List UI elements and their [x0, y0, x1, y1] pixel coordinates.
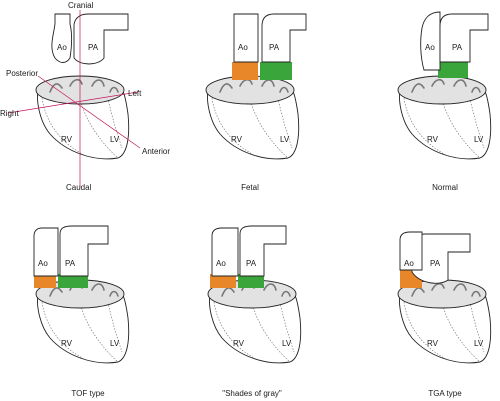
valve-ring: [397, 75, 487, 105]
ao-label: Ao: [425, 43, 435, 52]
pulmonary-artery-vessel: [73, 13, 129, 65]
right-left-axis: [7, 91, 139, 114]
pa-label: PA: [65, 259, 76, 268]
lv-label: LV: [474, 135, 484, 144]
lv-label: LV: [474, 339, 484, 348]
lv-label: LV: [110, 339, 120, 348]
pa-label: PA: [88, 43, 99, 52]
subpulmonary-conus: [260, 62, 292, 80]
aorta-vessel: [399, 231, 423, 271]
anterior-label: Anterior: [142, 147, 170, 156]
subaortic-conus: [34, 274, 56, 288]
lv-label: LV: [282, 339, 292, 348]
pa-label: PA: [452, 43, 463, 52]
panel-tof: Ao PA RV LV TOF type: [33, 225, 130, 398]
subaortic-conus: [232, 62, 258, 80]
panel-shades-of-gray: Ao PA RV LV "Shades of gray": [207, 225, 302, 398]
pa-label: PA: [430, 259, 441, 268]
subpulmonary-conus: [58, 274, 88, 288]
panel-tga: Ao PA RV LV TGA type: [397, 231, 492, 398]
caudal-label: Caudal: [66, 183, 92, 192]
aorta-vessel: [211, 227, 239, 277]
pa-label: PA: [269, 43, 280, 52]
panel-axes: Ao PA RV LV Cranial Caudal Posterior Ant…: [0, 1, 170, 192]
ao-label: Ao: [404, 259, 414, 268]
rv-label: RV: [233, 339, 245, 348]
pa-label: PA: [246, 259, 257, 268]
pulmonary-artery-vessel: [439, 13, 489, 63]
valve-ring: [205, 75, 295, 105]
subpulmonary-conus: [438, 60, 468, 78]
left-label: Left: [128, 89, 142, 98]
ao-label: Ao: [216, 259, 226, 268]
panel-fetal: Ao PA RV LV Fetal: [205, 13, 307, 192]
aorta-vessel: [420, 11, 441, 71]
rv-label: RV: [61, 339, 73, 348]
panel-caption: Normal: [432, 183, 458, 192]
aorta-vessel: [33, 227, 59, 277]
ao-label: Ao: [57, 43, 67, 52]
panel-caption: "Shades of gray": [222, 389, 282, 398]
panel-caption: Fetal: [241, 183, 259, 192]
rv-label: RV: [427, 135, 439, 144]
lv-label: LV: [280, 135, 290, 144]
posterior-anterior-axis: [37, 75, 141, 149]
posterior-label: Posterior: [6, 69, 38, 78]
ao-label: Ao: [38, 259, 48, 268]
right-label: Right: [0, 109, 19, 118]
ao-label: Ao: [238, 43, 248, 52]
rv-label: RV: [61, 135, 73, 144]
pulmonary-artery-vessel: [239, 225, 287, 277]
cranial-label: Cranial: [68, 1, 94, 10]
subpulmonary-conus: [238, 274, 264, 288]
rv-label: RV: [231, 135, 243, 144]
panel-caption: TGA type: [428, 389, 462, 398]
rv-label: RV: [427, 339, 439, 348]
aorta-vessel: [51, 13, 72, 63]
pulmonary-artery-vessel: [59, 225, 109, 277]
panel-normal: Ao PA RV LV Normal: [397, 11, 492, 192]
aorta-vessel: [233, 13, 259, 63]
subaortic-conus: [210, 274, 236, 288]
pulmonary-artery-vessel: [261, 13, 307, 63]
panel-caption: TOF type: [71, 389, 105, 398]
lv-label: LV: [110, 135, 120, 144]
